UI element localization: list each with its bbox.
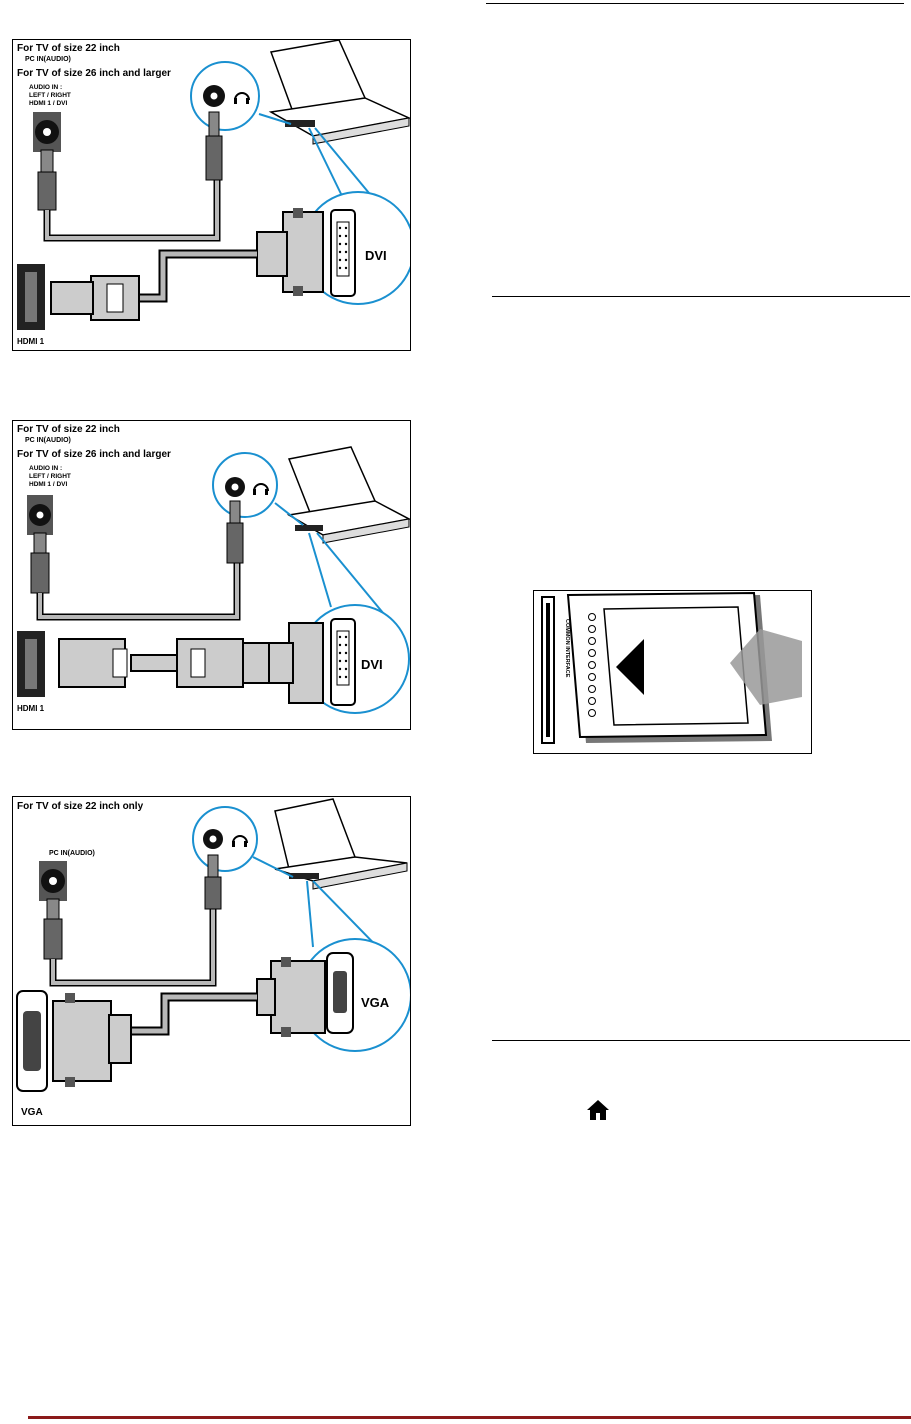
diagram-text-size26: For TV of size 26 inch and larger	[17, 68, 171, 79]
dvi-plug	[256, 208, 324, 296]
tv-audio-jack	[27, 495, 53, 594]
diagram-text-size22: For TV of size 22 inch	[17, 43, 120, 54]
audio-in-label-2: LEFT / RIGHT	[29, 92, 71, 99]
hdmi-port-label: HDMI 1	[17, 704, 45, 713]
pc-hdmi-dvi-diagram: For TV of size 22 inch PC IN(AUDIO) For …	[12, 39, 411, 351]
vga-port-label: VGA	[21, 1107, 43, 1118]
pc-vga-diagram: For TV of size 22 inch only PC IN(AUDIO)	[12, 796, 411, 1126]
section-rule-2	[492, 296, 910, 297]
headphone-jack-callout	[212, 452, 278, 564]
dvi-port-callout: DVI	[300, 604, 410, 714]
vga-port	[16, 990, 48, 1092]
headphone-jack-callout	[190, 61, 260, 181]
vga-plug-left	[52, 993, 132, 1087]
vga-port-callout: VGA	[298, 938, 410, 1052]
insert-direction-arrowhead	[616, 639, 644, 695]
ci-module-insertion-diagram: COMMON INTERFACE	[533, 590, 812, 754]
audio-in-label-3: HDMI 1 / DVI	[29, 100, 67, 107]
hdmi-port-label: HDMI 1	[17, 337, 45, 346]
dvi-label: DVI	[365, 248, 387, 263]
pc-dvi-hdmi-adapter-diagram: For TV of size 22 inch PC IN(AUDIO) For …	[12, 420, 411, 730]
section-rule-3	[492, 1040, 910, 1041]
diagram-text-pcin: PC IN(AUDIO)	[25, 437, 71, 444]
vga-label: VGA	[361, 995, 390, 1010]
section-rule-1	[486, 3, 904, 4]
diagram-text-size26: For TV of size 26 inch and larger	[17, 449, 171, 460]
hdmi-port	[17, 264, 45, 330]
footer-rule	[28, 1416, 911, 1419]
dvi-port-callout: DVI	[301, 191, 410, 305]
audio-in-label-1: AUDIO IN :	[29, 84, 62, 91]
ci-card	[566, 591, 772, 743]
tv-audio-jack	[39, 861, 67, 960]
hdmi-dvi-cable	[58, 638, 270, 688]
hdmi-port	[17, 631, 45, 697]
laptop-icon	[286, 446, 410, 544]
dvi-label: DVI	[361, 657, 383, 672]
insert-arrow-icon	[730, 629, 802, 705]
diagram-text-size22: For TV of size 22 inch	[17, 424, 120, 435]
vga-plug-right	[256, 957, 326, 1037]
laptop-icon	[268, 40, 410, 145]
audio-in-label-1: AUDIO IN :	[29, 465, 62, 472]
hdmi-plug	[50, 275, 140, 321]
headphone-jack-callout	[192, 806, 258, 910]
ci-slot-label: COMMON INTERFACE	[564, 619, 570, 678]
tv-audio-jack	[33, 112, 61, 211]
dvi-plug	[266, 622, 324, 704]
audio-in-label-3: HDMI 1 / DVI	[29, 481, 67, 488]
audio-in-label-2: LEFT / RIGHT	[29, 473, 71, 480]
diagram-text-pcin: PC IN(AUDIO)	[25, 56, 71, 63]
diagram-text-pcin: PC IN(AUDIO)	[49, 850, 95, 857]
laptop-icon	[274, 798, 408, 890]
diagram-text-size22-only: For TV of size 22 inch only	[17, 801, 144, 812]
home-icon	[586, 1099, 610, 1121]
